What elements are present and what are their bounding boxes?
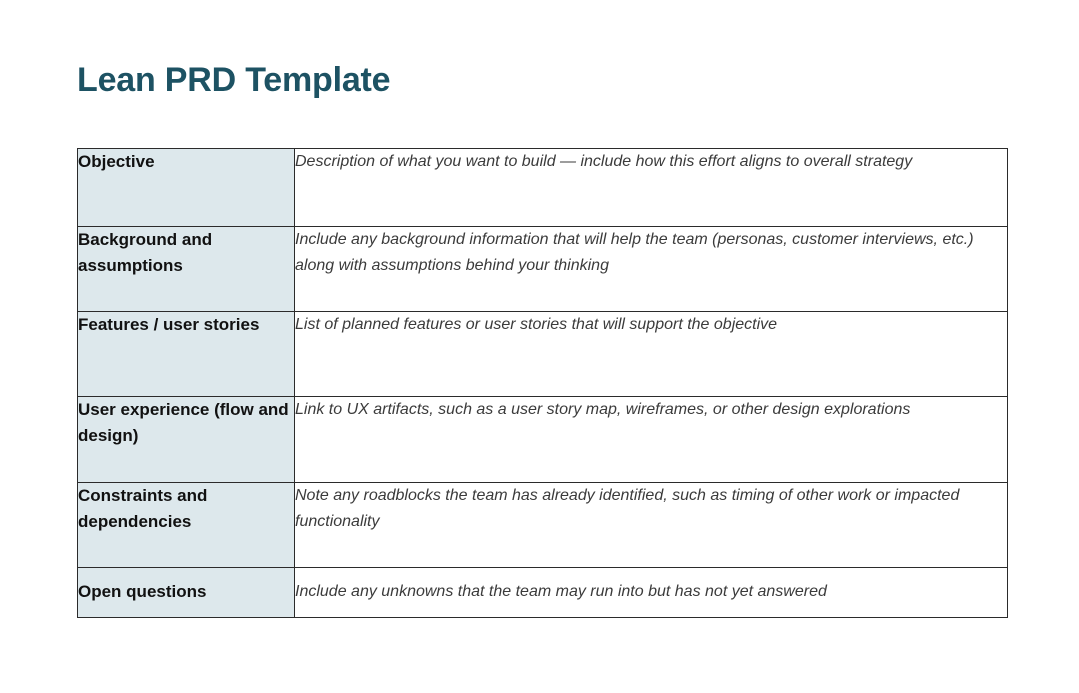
row-description-objective: Description of what you want to build — … bbox=[294, 148, 1008, 227]
row-description-background-and-assumptions: Include any background information that … bbox=[294, 226, 1008, 312]
row-description-features-user-stories: List of planned features or user stories… bbox=[294, 311, 1008, 397]
row-label-constraints-and-dependencies: Constraints and dependencies bbox=[77, 482, 295, 568]
row-label-background-and-assumptions: Background and assumptions bbox=[77, 226, 295, 312]
row-label-objective: Objective bbox=[77, 148, 295, 227]
row-label-features-user-stories: Features / user stories bbox=[77, 311, 295, 397]
table-row: Background and assumptions Include any b… bbox=[77, 226, 1008, 312]
row-label-open-questions: Open questions bbox=[77, 567, 295, 618]
row-description-constraints-and-dependencies: Note any roadblocks the team has already… bbox=[294, 482, 1008, 568]
table-row: Features / user stories List of planned … bbox=[77, 311, 1008, 397]
row-description-user-experience: Link to UX artifacts, such as a user sto… bbox=[294, 396, 1008, 483]
row-label-user-experience: User experience (flow and design) bbox=[77, 396, 295, 483]
page-title: Lean PRD Template bbox=[77, 61, 391, 99]
row-description-open-questions: Include any unknowns that the team may r… bbox=[294, 567, 1008, 618]
table-row: Objective Description of what you want t… bbox=[77, 148, 1008, 227]
table-row: User experience (flow and design) Link t… bbox=[77, 396, 1008, 483]
table-row: Open questions Include any unknowns that… bbox=[77, 567, 1008, 618]
lean-prd-template-table: Objective Description of what you want t… bbox=[77, 148, 1008, 618]
table-row: Constraints and dependencies Note any ro… bbox=[77, 482, 1008, 568]
